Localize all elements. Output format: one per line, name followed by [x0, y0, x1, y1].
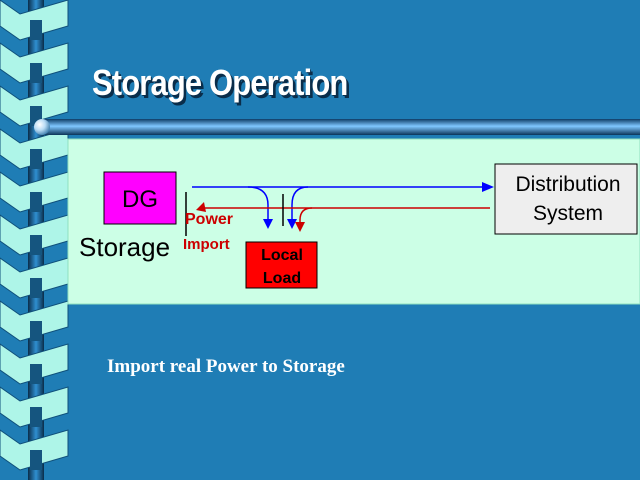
title-underline-bar	[34, 119, 640, 135]
power-label: Power	[185, 211, 233, 228]
bar-knob	[34, 119, 50, 135]
dg-box: DG	[103, 171, 177, 225]
distribution-line1: Distribution	[515, 173, 620, 196]
left-binding-decoration	[0, 0, 69, 480]
local-load-line2: Load	[263, 270, 301, 287]
import-flow-arrow	[196, 202, 490, 232]
slide-title: Storage Operation	[92, 62, 348, 103]
distribution-line2: System	[533, 202, 603, 225]
storage-label: Storage	[79, 232, 170, 262]
local-load-line1: Local	[261, 247, 303, 264]
local-load-box: Local Load	[245, 241, 318, 289]
slide-caption: Import real Power to Storage	[107, 356, 345, 377]
power-flow-arrow	[192, 182, 494, 229]
import-label: Import	[183, 236, 230, 253]
distribution-system-box: Distribution System	[494, 163, 638, 235]
dg-label: DG	[122, 186, 158, 213]
